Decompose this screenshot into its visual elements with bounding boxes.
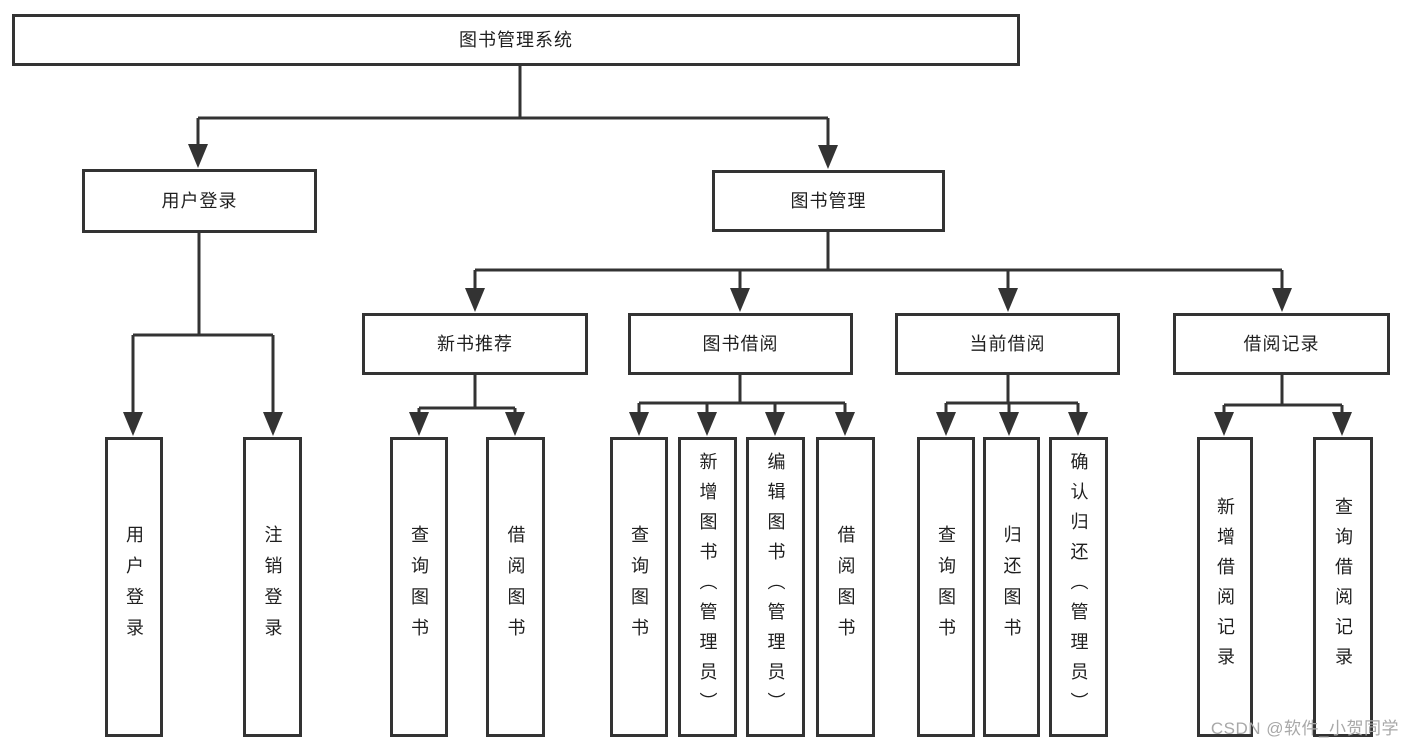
node-leaf-user-login: 用户登录 [105, 437, 163, 737]
node-current-borrow: 当前借阅 [895, 313, 1120, 375]
node-new-book-recommend: 新书推荐 [362, 313, 588, 375]
watermark: CSDN @软件_小贺同学 [1210, 719, 1399, 738]
node-leaf-query-borrow-record: 查询借阅记录 [1313, 437, 1373, 737]
node-borrow-record: 借阅记录 [1173, 313, 1390, 375]
node-leaf-logout: 注销登录 [243, 437, 302, 737]
connector-borrow-record-children [1214, 375, 1352, 436]
node-leaf-return-books: 归还图书 [983, 437, 1040, 737]
connector-user-login-children [123, 233, 283, 436]
node-user-login: 用户登录 [82, 169, 317, 233]
node-leaf-borrow-books-1: 借阅图书 [486, 437, 545, 737]
node-book-management: 图书管理 [712, 170, 945, 232]
node-leaf-query-books-1: 查询图书 [390, 437, 448, 737]
node-leaf-confirm-return-admin: 确认归还（管理员） [1049, 437, 1108, 737]
node-book-borrow: 图书借阅 [628, 313, 853, 375]
node-leaf-query-books-2: 查询图书 [610, 437, 668, 737]
connector-new-book-rec-children [409, 375, 525, 436]
node-leaf-edit-books-admin: 编辑图书（管理员） [746, 437, 805, 737]
node-leaf-query-books-3: 查询图书 [917, 437, 975, 737]
connector-root-to-level2 [188, 66, 838, 169]
node-library-system: 图书管理系统 [12, 14, 1020, 66]
connector-book-mgmt-children [465, 232, 1292, 312]
connector-current-borrow-children [936, 375, 1088, 436]
node-leaf-borrow-books-2: 借阅图书 [816, 437, 875, 737]
node-leaf-add-books-admin: 新增图书（管理员） [678, 437, 737, 737]
connector-book-borrow-children [629, 375, 855, 436]
node-leaf-add-borrow-record: 新增借阅记录 [1197, 437, 1253, 737]
